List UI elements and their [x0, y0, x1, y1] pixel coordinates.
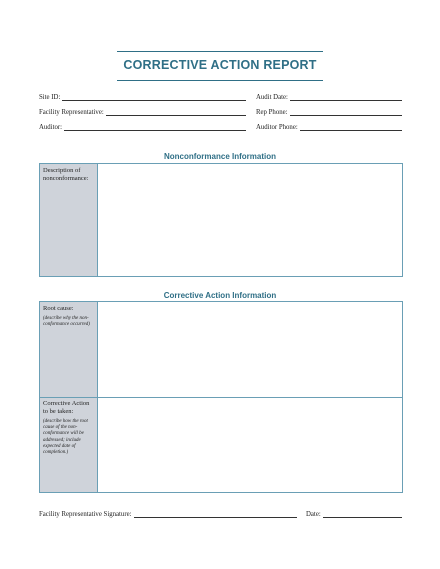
action-hint: (describe how the root cause of the non-…: [43, 419, 88, 456]
description-label: Description of nonconformance:: [43, 167, 89, 182]
signature-line[interactable]: [133, 511, 297, 518]
description-label-cell: Description of nonconformance:: [40, 164, 98, 276]
site-id-field[interactable]: Site ID:: [39, 94, 246, 101]
action-label-cell: Corrective Action to be taken: (describe…: [40, 397, 98, 492]
signature-field[interactable]: Facility Representative Signature:: [39, 511, 297, 518]
auditor-field[interactable]: Auditor:: [39, 124, 246, 131]
auditor-phone-line[interactable]: [299, 124, 402, 131]
facility-representative-line[interactable]: [105, 109, 246, 116]
facility-representative-label: Facility Representative:: [39, 109, 104, 116]
title-rule-top: [117, 51, 323, 52]
signature-label: Facility Representative Signature:: [39, 511, 132, 518]
rep-phone-field[interactable]: Rep Phone:: [256, 109, 402, 116]
nonconformance-section-title: Nonconformance Information: [163, 152, 276, 161]
nonconformance-box[interactable]: Description of nonconformance:: [39, 163, 403, 277]
date-line[interactable]: [322, 511, 402, 518]
audit-date-label: Audit Date:: [256, 94, 288, 101]
title-rule-bottom: [117, 80, 323, 81]
site-id-label: Site ID:: [39, 94, 61, 101]
root-cause-label: Root cause:: [43, 305, 74, 312]
auditor-label: Auditor:: [39, 124, 63, 131]
auditor-line[interactable]: [64, 124, 246, 131]
auditor-phone-field[interactable]: Auditor Phone:: [256, 124, 402, 131]
audit-date-field[interactable]: Audit Date:: [256, 94, 402, 101]
action-label: Corrective Action to be taken:: [43, 400, 90, 415]
auditor-phone-label: Auditor Phone:: [256, 124, 298, 131]
date-label: Date:: [306, 511, 321, 518]
rep-phone-line[interactable]: [289, 109, 402, 116]
root-cause-hint: (describe why the non-conformance occurr…: [43, 316, 90, 328]
corrective-box[interactable]: Root cause: (describe why the non-confor…: [39, 301, 403, 493]
date-field[interactable]: Date:: [306, 511, 402, 518]
site-id-line[interactable]: [62, 94, 246, 101]
facility-representative-field[interactable]: Facility Representative:: [39, 109, 246, 116]
rep-phone-label: Rep Phone:: [256, 109, 288, 116]
corrective-section-title: Corrective Action Information: [163, 291, 277, 300]
corrective-divider: [40, 397, 402, 398]
page-title: CORRECTIVE ACTION REPORT: [123, 58, 317, 72]
root-cause-label-cell: Root cause: (describe why the non-confor…: [40, 302, 98, 397]
audit-date-line[interactable]: [289, 94, 402, 101]
